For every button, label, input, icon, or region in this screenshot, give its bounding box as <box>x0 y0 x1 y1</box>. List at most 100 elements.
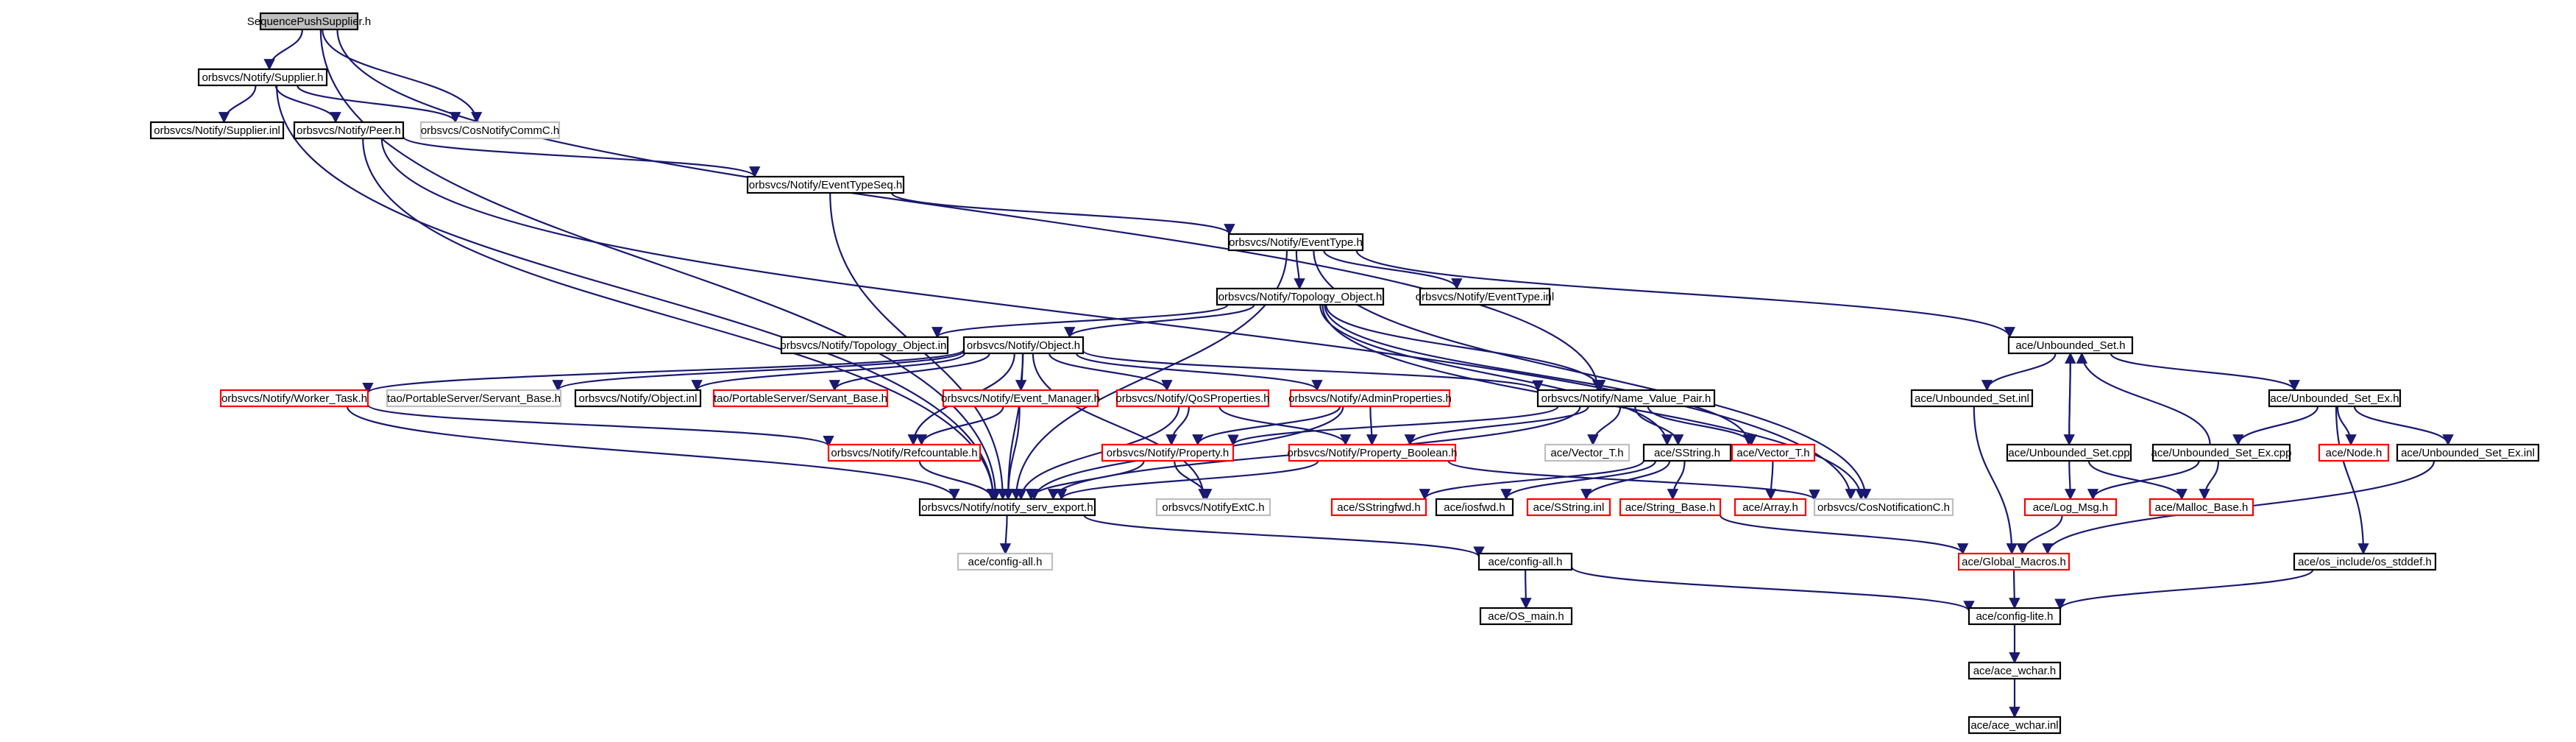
node-label-cfglite: ace/config-lite.h <box>1976 610 2053 623</box>
node-usetexinl[interactable]: ace/Unbounded_Set_Ex.inl <box>2396 443 2540 462</box>
node-label-cfgall2: ace/config-all.h <box>1489 556 1563 568</box>
edge-usetcpp-to-logmsg <box>2064 460 2076 501</box>
node-box-wcharinl <box>1968 716 2062 735</box>
node-label-logmsg: ace/Log_Msg.h <box>2033 501 2109 514</box>
node-arr[interactable]: ace/Array.h <box>1734 498 1807 517</box>
node-cfgall1[interactable]: ace/config-all.h <box>957 552 1054 571</box>
node-label-node: ace/Node.h <box>2326 447 2382 459</box>
node-label-supinl: orbsvcs/Notify/Supplier.inl <box>154 124 280 137</box>
node-label-ssfwd: ace/SStringfwd.h <box>1337 501 1420 514</box>
node-cfglite[interactable]: ace/config-lite.h <box>1968 607 2062 626</box>
node-label-nextc: orbsvcs/NotifyExtC.h <box>1162 501 1264 514</box>
node-label-psb1: tao/PortableServer/Servant_Base.h <box>387 392 561 405</box>
edge-sstr-to-strbase <box>1667 460 1686 501</box>
node-et[interactable]: orbsvcs/Notify/EventType.h <box>1227 233 1364 252</box>
node-box-malloc <box>2149 498 2254 517</box>
node-propb[interactable]: orbsvcs/Notify/Property_Boolean.h <box>1288 443 1458 462</box>
edge-obj-to-nse <box>1002 353 1023 501</box>
node-gmac[interactable]: ace/Global_Macros.h <box>1957 552 2071 571</box>
node-box-usetex <box>2268 389 2402 408</box>
node-usetex[interactable]: ace/Unbounded_Set_Ex.h <box>2268 389 2402 408</box>
edge-cfgall2-to-osmain <box>1520 569 1532 610</box>
node-label-sps: SequencePushSupplier.h <box>247 15 371 28</box>
node-box-gmac <box>1957 552 2071 571</box>
node-malloc[interactable]: ace/Malloc_Base.h <box>2149 498 2254 517</box>
node-wchar[interactable]: ace/ace_wchar.h <box>1968 661 2062 680</box>
node-psb1[interactable]: tao/PortableServer/Servant_Base.h <box>386 389 562 408</box>
edge-nvp-to-vect <box>1587 406 1622 446</box>
node-topo[interactable]: orbsvcs/Notify/Topology_Object.h <box>1216 287 1385 306</box>
edge-usetinl-to-gmac <box>1973 406 2018 555</box>
node-obj[interactable]: orbsvcs/Notify/Object.h <box>962 336 1085 355</box>
node-objinl[interactable]: orbsvcs/Notify/Object.inl <box>574 389 702 408</box>
node-box-nextc <box>1155 498 1271 517</box>
edge-peer-to-nse <box>362 138 999 501</box>
edge-sps-to-nvp <box>336 29 1604 392</box>
node-nse[interactable]: orbsvcs/Notify/notify_serv_export.h <box>918 498 1096 517</box>
node-box-psb1 <box>386 389 562 408</box>
edge-topo-to-nvp <box>1325 304 1606 392</box>
node-logmsg[interactable]: ace/Log_Msg.h <box>2023 498 2118 517</box>
node-node[interactable]: ace/Node.h <box>2318 443 2390 462</box>
node-label-ssinl: ace/SString.inl <box>1533 501 1605 514</box>
node-qos[interactable]: orbsvcs/Notify/QoSProperties.h <box>1115 389 1270 408</box>
node-wcharinl[interactable]: ace/ace_wchar.inl <box>1968 716 2062 735</box>
node-usetinl[interactable]: ace/Unbounded_Set.inl <box>1910 389 2034 408</box>
node-ets[interactable]: orbsvcs/Notify/EventTypeSeq.h <box>746 175 905 194</box>
node-nvp[interactable]: orbsvcs/Notify/Name_Value_Pair.h <box>1536 389 1716 408</box>
node-box-node <box>2318 443 2390 462</box>
node-wt[interactable]: orbsvcs/Notify/Worker_Task.h <box>219 389 369 408</box>
node-box-qos <box>1115 389 1270 408</box>
node-psb2[interactable]: tao/PortableServer/Servant_Base.h <box>712 389 889 408</box>
node-label-et: orbsvcs/Notify/EventType.h <box>1229 236 1363 249</box>
edge-obj-to-objinl <box>691 353 965 392</box>
node-admp[interactable]: orbsvcs/Notify/AdminProperties.h <box>1288 389 1452 408</box>
node-ref[interactable]: orbsvcs/Notify/Refcountable.h <box>827 443 982 462</box>
node-cosnc[interactable]: orbsvcs/CosNotificationC.h <box>1813 498 1954 517</box>
node-supinl[interactable]: orbsvcs/Notify/Supplier.inl <box>149 121 285 140</box>
node-box-supinl <box>149 121 285 140</box>
node-sps: SequencePushSupplier.h <box>247 12 371 31</box>
node-osmain[interactable]: ace/OS_main.h <box>1479 607 1573 626</box>
node-em[interactable]: orbsvcs/Notify/Event_Manager.h <box>941 389 1100 408</box>
edge-sstr-to-iosfwd <box>1500 460 1657 501</box>
edge-et-to-topo <box>1294 250 1305 290</box>
edge-wt-to-ref <box>366 403 834 448</box>
edge-et-to-nse <box>1010 250 1288 501</box>
node-vect[interactable]: ace/Vector_T.h <box>1544 443 1631 462</box>
node-cfgall2[interactable]: ace/config-all.h <box>1477 552 1573 571</box>
node-uset[interactable]: ace/Unbounded_Set.h <box>2007 336 2134 355</box>
node-sup[interactable]: orbsvcs/Notify/Supplier.h <box>197 68 328 87</box>
node-cnc[interactable]: orbsvcs/CosNotifyCommC.h <box>419 121 561 140</box>
edge-sps-to-sup <box>263 29 303 71</box>
node-vect2[interactable]: ace/Vector_T.h <box>1731 443 1816 462</box>
node-peer[interactable]: orbsvcs/Notify/Peer.h <box>293 121 405 140</box>
node-box-usetcpp <box>2006 443 2132 462</box>
node-stddef[interactable]: ace/os_include/os_stddef.h <box>2293 552 2437 571</box>
node-usetexcpp[interactable]: ace/Unbounded_Set_Ex.cpp <box>2151 443 2292 462</box>
node-topoinl[interactable]: orbsvcs/Notify/Topology_Object.inl <box>780 336 949 355</box>
edge-qos-to-prop <box>1165 406 1190 446</box>
node-box-strbase <box>1619 498 1722 517</box>
node-box-propb <box>1288 443 1457 462</box>
node-etinl[interactable]: orbsvcs/Notify/EventType.inl <box>1416 287 1554 306</box>
edge-obj-to-nvp <box>1082 350 1544 392</box>
node-label-wt: orbsvcs/Notify/Worker_Task.h <box>221 392 367 405</box>
node-nextc[interactable]: orbsvcs/NotifyExtC.h <box>1155 498 1271 517</box>
node-box-etinl <box>1419 287 1551 306</box>
node-prop[interactable]: orbsvcs/Notify/Property.h <box>1101 443 1235 462</box>
node-label-uset: ace/Unbounded_Set.h <box>2015 339 2125 352</box>
node-sstr[interactable]: ace/SString.h <box>1642 443 1732 462</box>
node-label-usetex: ace/Unbounded_Set_Ex.h <box>2270 392 2399 405</box>
edge-usetex-to-usetexcpp <box>2232 406 2319 446</box>
node-iosfwd[interactable]: ace/iosfwd.h <box>1435 498 1514 517</box>
node-box-em <box>942 389 1099 408</box>
node-label-em: orbsvcs/Notify/Event_Manager.h <box>941 392 1100 405</box>
node-ssinl[interactable]: ace/SString.inl <box>1526 498 1611 517</box>
node-ssfwd[interactable]: ace/SStringfwd.h <box>1330 498 1427 517</box>
node-box-cosnc <box>1813 498 1954 517</box>
node-label-strbase: ace/String_Base.h <box>1625 501 1716 514</box>
node-usetcpp[interactable]: ace/Unbounded_Set.cpp <box>2006 443 2132 462</box>
node-strbase[interactable]: ace/String_Base.h <box>1619 498 1722 517</box>
